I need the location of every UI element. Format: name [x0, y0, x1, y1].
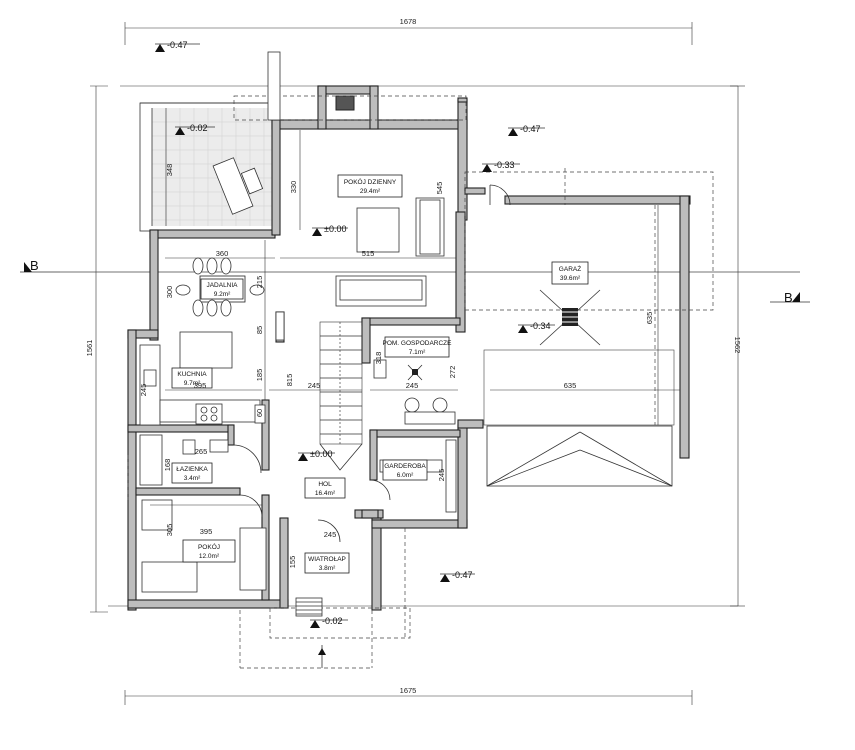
room-area-kitchen: 9.7m² [184, 380, 201, 387]
room-area-bedroom: 12.0m² [199, 553, 220, 560]
dim-815: 815 [285, 374, 294, 387]
utility-marker [407, 364, 423, 381]
dim-185: 185 [255, 369, 264, 382]
room-living: POKÓJ DZIENNY 29.4m² [337, 174, 403, 198]
dim-60: 60 [255, 409, 264, 417]
entrance-steps [295, 597, 326, 668]
room-area-garage: 39.6m² [560, 275, 581, 282]
room-bathroom: ŁAZIENKA 3.4m² [171, 462, 213, 484]
level-nw: -0.47 [167, 40, 188, 50]
dim-245-left: 245 [139, 384, 148, 397]
section-line [20, 262, 810, 303]
level-east: -0.47 [520, 124, 541, 134]
level-markers [155, 43, 555, 628]
dim-bottom-total: 1675 [400, 686, 417, 695]
room-area-vestibule: 3.8m² [319, 565, 336, 572]
level-hall: ±0.00 [310, 449, 332, 459]
dim-318: 318 [374, 352, 383, 365]
room-name-hall: HOL [318, 481, 332, 488]
room-utility: POM. GOSPODARCZE 7.1m² [383, 336, 453, 358]
room-garage: GARAŻ 39.6m² [551, 261, 589, 285]
room-name-vestibule: WIATROŁAP [308, 556, 346, 563]
dim-245-a: 245 [308, 381, 321, 390]
room-kitchen: KUCHNIA 9.7m² [171, 367, 213, 389]
dim-395-kitchen: 395 [194, 381, 207, 390]
room-hall: HOL 16.4m² [304, 477, 346, 499]
section-marker-right: B [784, 290, 793, 305]
room-name-garage: GARAŻ [559, 264, 581, 273]
dim-635-v: 635 [645, 312, 654, 325]
room-name-dining: JADALNIA [206, 282, 238, 289]
room-area-hall: 16.4m² [315, 490, 336, 497]
level-living: ±0.00 [324, 224, 346, 234]
room-area-bathroom: 3.4m² [184, 475, 201, 482]
furniture [139, 197, 457, 593]
dim-85: 85 [255, 326, 264, 334]
section-marker-left: B [30, 258, 39, 273]
level-garage-door: -0.33 [494, 160, 515, 170]
garage-marker [539, 289, 601, 346]
dim-215: 215 [255, 276, 264, 289]
dashed-outlines [127, 95, 714, 669]
room-name-living: POKÓJ DZIENNY [344, 177, 397, 186]
terrace [139, 102, 276, 232]
level-garage: -0.34 [530, 321, 551, 331]
dim-348: 348 [165, 164, 174, 177]
room-area-living: 29.4m² [360, 188, 381, 195]
level-terrace: -0.02 [187, 123, 208, 133]
dim-545: 545 [435, 182, 444, 195]
exterior-walls [127, 85, 691, 611]
room-vestibule: WIATROŁAP 3.8m² [304, 552, 350, 574]
room-name-kitchen: KUCHNIA [177, 371, 207, 378]
dim-168: 168 [163, 459, 172, 472]
dim-left-total: 1561 [85, 340, 94, 357]
dim-300: 300 [165, 286, 174, 299]
room-name-bedroom: POKÓJ [198, 542, 220, 551]
dim-395-room: 395 [200, 527, 213, 536]
room-name-wardrobe: GARDEROBA [384, 463, 426, 470]
room-area-dining: 9.2m² [214, 291, 231, 298]
dim-top-total: 1678 [400, 17, 417, 26]
staircase [319, 321, 363, 471]
room-wardrobe: GARDEROBA 6.0m² [382, 459, 428, 481]
dim-155: 155 [288, 556, 297, 569]
garage-door [483, 349, 675, 487]
dim-272: 272 [448, 366, 457, 379]
room-area-utility: 7.1m² [409, 349, 426, 356]
dim-330: 330 [289, 181, 298, 194]
room-dining: JADALNIA 9.2m² [200, 278, 244, 300]
chimney [267, 51, 281, 121]
dim-245-wardrobe: 245 [437, 469, 446, 482]
doors [232, 184, 511, 543]
dim-245-b: 245 [406, 381, 419, 390]
dim-245-vestibule: 245 [324, 530, 337, 539]
room-bedroom: POKÓJ 12.0m² [182, 539, 236, 563]
room-name-utility: POM. GOSPODARCZE [383, 340, 453, 347]
dim-305: 305 [165, 524, 174, 537]
dim-360: 360 [216, 249, 229, 258]
interior-dimension-lines [150, 130, 680, 506]
dim-right-total: 1562 [733, 337, 742, 354]
room-area-wardrobe: 6.0m² [397, 472, 414, 479]
level-south: -0.47 [452, 570, 473, 580]
level-entrance: -0.02 [322, 616, 343, 626]
dim-635-h: 635 [564, 381, 577, 390]
dim-515: 515 [362, 249, 375, 258]
dim-265: 265 [195, 447, 208, 456]
room-name-bathroom: ŁAZIENKA [176, 466, 208, 473]
